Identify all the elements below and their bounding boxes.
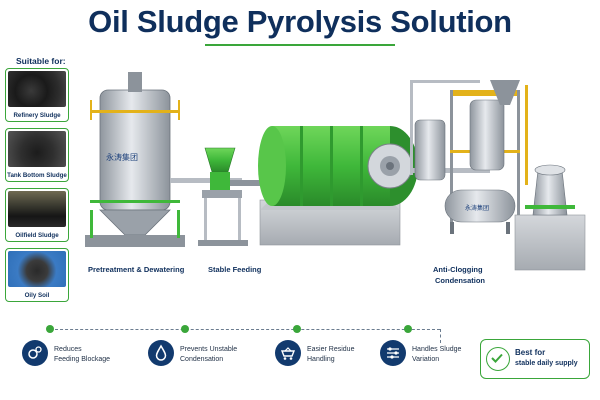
check-icon	[486, 347, 510, 371]
timeline-line	[50, 329, 440, 330]
tank-bottom-sludge-photo	[8, 131, 66, 167]
timeline-dot	[293, 325, 301, 333]
feature-line: Variation	[412, 355, 440, 363]
stage-label-pretreatment: Pretreatment & Dewatering	[88, 265, 185, 274]
refinery-sludge-photo	[8, 71, 66, 107]
stage-label-anti-clogging: Anti-Clogging	[433, 265, 483, 274]
sludge-card-refinery: Refinery Sludge	[5, 68, 69, 122]
feature-line: Handles Sludge	[412, 346, 462, 353]
best-for-badge: Best for stable daily supply	[480, 339, 590, 379]
stage-label-condensation: Condensation	[435, 276, 485, 285]
cooling-tower	[514, 164, 586, 271]
condensate-tank	[444, 189, 516, 234]
pretreatment-tank	[85, 72, 185, 247]
brand-mark-tank: 永涛集团	[106, 152, 138, 162]
sludge-card-oily-soil: Oily Soil	[5, 248, 69, 302]
brand-mark-condenser: 永涛集团	[465, 204, 489, 212]
best-for-subtitle: stable daily supply	[515, 360, 578, 367]
feeder-hopper	[198, 147, 248, 246]
timeline-dot	[46, 325, 54, 333]
cart-icon	[275, 340, 301, 366]
feature-line: Condensation	[180, 355, 224, 363]
water-drop-icon	[148, 340, 174, 366]
oily-soil-photo	[8, 251, 66, 287]
pyrolysis-plant-illustration: 永涛集团	[85, 72, 586, 271]
sludge-card-oilfield: Oilfield Sludge	[5, 188, 69, 242]
timeline-dot	[404, 325, 412, 333]
feature-line: Prevents Unstable	[180, 346, 238, 353]
sludge-card-label: Refinery Sludge	[13, 112, 61, 119]
sludge-card-label: Oily Soil	[24, 292, 50, 299]
title-underline	[205, 44, 395, 46]
timeline-dot	[181, 325, 189, 333]
best-for-title: Best for	[515, 348, 546, 357]
feature-line: Easier Residue	[307, 346, 355, 353]
suitable-for-label: Suitable for:	[16, 56, 66, 66]
sludge-card-label: Oilfield Sludge	[15, 232, 59, 239]
feature-line: Feeding Blockage	[54, 355, 111, 363]
stage-label-feeding: Stable Feeding	[208, 265, 262, 274]
page-title: Oil Sludge Pyrolysis Solution	[88, 4, 512, 39]
condensation-tower	[410, 80, 528, 230]
pyrolysis-reactor	[258, 126, 418, 246]
sludge-card-label: Tank Bottom Sludge	[7, 172, 67, 179]
sliders-icon	[380, 340, 406, 366]
oilfield-sludge-photo	[8, 191, 66, 227]
feature-line: Reduces	[54, 346, 82, 353]
sludge-card-tank-bottom: Tank Bottom Sludge	[5, 128, 69, 182]
gears-icon	[22, 340, 48, 366]
timeline-drop	[440, 329, 441, 343]
feature-line: Handling	[307, 355, 335, 363]
